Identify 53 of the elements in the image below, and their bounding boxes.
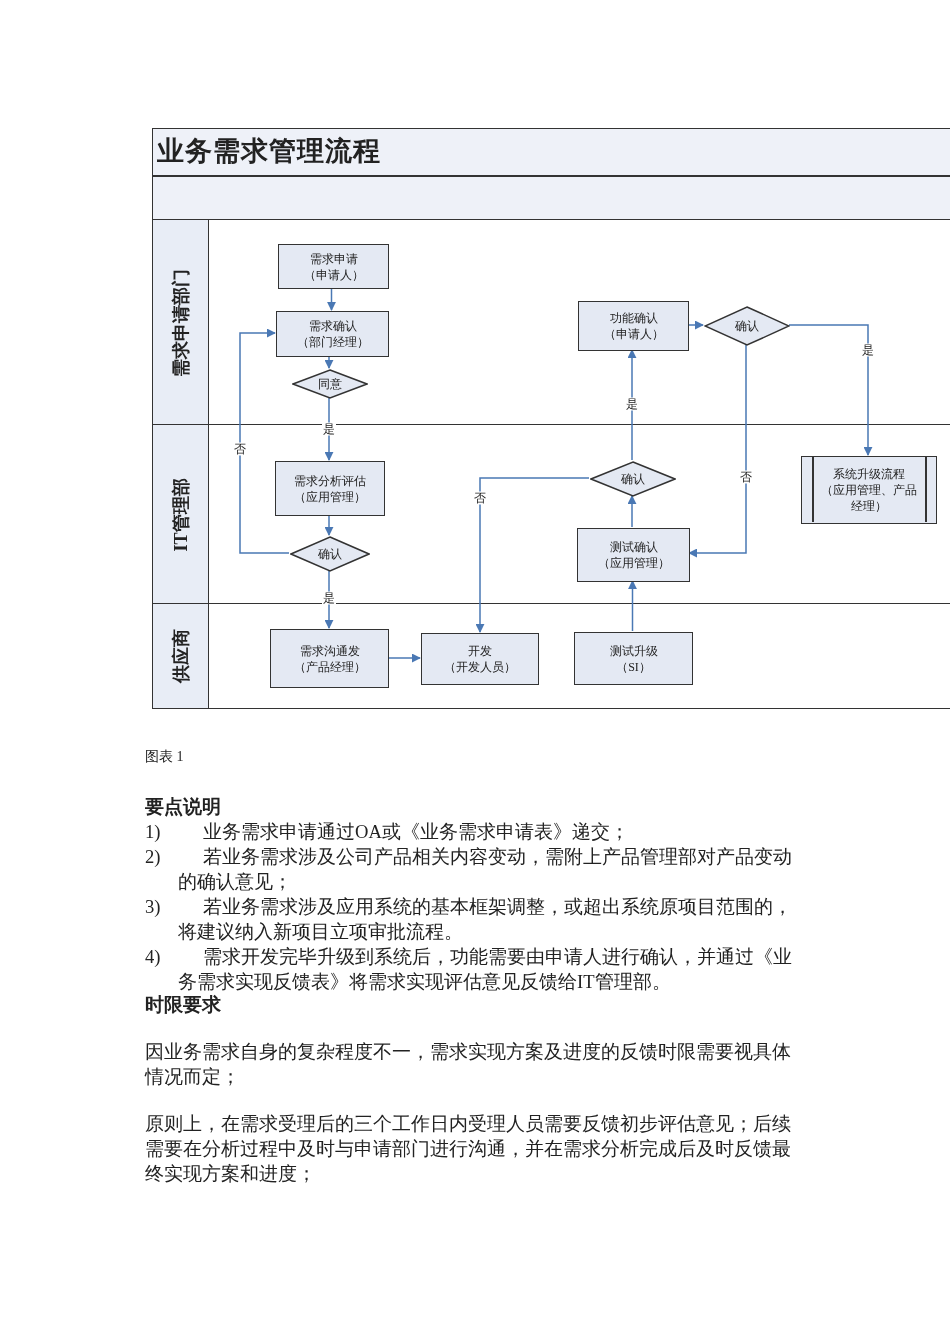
list-number: 4): [145, 945, 161, 969]
process-box: 功能确认（申请人）: [578, 301, 689, 351]
title: 业务需求管理流程: [157, 135, 381, 168]
edge-label: 是: [322, 422, 336, 436]
edge-label: 否: [473, 491, 487, 505]
decision-diamond: 同意: [292, 369, 368, 399]
arrow: [324, 570, 334, 629]
list-number: 1): [145, 820, 161, 844]
subprocess-box: 系统升级流程（应用管理、产品经理）: [801, 456, 937, 524]
edge-label: 是: [861, 343, 875, 357]
list-item-text: 若业务需求涉及应用系统的基本框架调整，或超出系统原项目范围的，将建议纳入新项目立项审批流程。: [178, 895, 793, 944]
process-box: 需求确认（部门经理）: [276, 311, 389, 357]
lane-label: IT管理部: [169, 478, 192, 551]
arrow: [788, 324, 873, 456]
arrow: [475, 477, 590, 633]
decision-diamond: 确认: [290, 536, 370, 572]
edge-label: 是: [322, 591, 336, 605]
swimlane: [152, 424, 950, 605]
swimlane: [152, 603, 950, 709]
lane-label: 需求申请部门: [169, 268, 192, 377]
process-box: 开发（开发人员）: [421, 633, 539, 685]
edge-label: 是: [625, 397, 639, 411]
arrow: [324, 355, 334, 369]
list-item-text: 业务需求申请通过OA或《业务需求申请表》递交；: [202, 820, 630, 844]
arrow: [688, 344, 747, 558]
list-number: 2): [145, 845, 161, 869]
section-heading: 要点说明: [145, 795, 221, 819]
paragraph: 原则上，在需求受理后的三个工作日内受理人员需要反馈初步评估意见；后续需要在分析过程中及时与申请部门进行沟通，并在需求分析完成后及时反馈最终实现方案和进度；: [145, 1112, 792, 1186]
arrow: [387, 653, 421, 663]
paragraph: 因业务需求自身的复杂程度不一，需求实现方案及进度的反馈时限需要视具体情况而定；: [145, 1040, 792, 1089]
list-number: 3): [145, 895, 161, 919]
arrow: [324, 397, 334, 461]
decision-diamond: 确认: [590, 461, 676, 497]
process-box: 测试确认（应用管理）: [577, 528, 690, 582]
process-box: 需求申请（申请人）: [278, 244, 389, 289]
section-heading: 时限要求: [145, 993, 221, 1017]
process-box: 需求分析评估（应用管理）: [275, 461, 385, 516]
list-item-text: 需求开发完毕升级到系统后，功能需要由申请人进行确认，并通过《业务需求实现反馈表》将需求实现评估意见反馈给IT管理部。: [178, 945, 793, 994]
edge-label: 否: [233, 442, 247, 456]
arrow: [687, 320, 704, 330]
arrow: [327, 287, 336, 311]
lane-label: 供应商: [169, 629, 192, 683]
arrow: [628, 580, 637, 632]
decision-diamond: 确认: [704, 306, 790, 346]
arrow: [239, 328, 290, 554]
arrow: [627, 349, 637, 461]
list-item-text: 若业务需求涉及公司产品相关内容变动，需附上产品管理部对产品变动的确认意见；: [178, 845, 793, 894]
process-box: 测试升级（SI）: [574, 632, 693, 685]
caption: 图表 1: [145, 748, 184, 766]
edge-label: 否: [739, 470, 753, 484]
arrow: [627, 495, 637, 528]
arrow: [324, 514, 334, 536]
process-box: 需求沟通发（产品经理）: [270, 629, 389, 688]
